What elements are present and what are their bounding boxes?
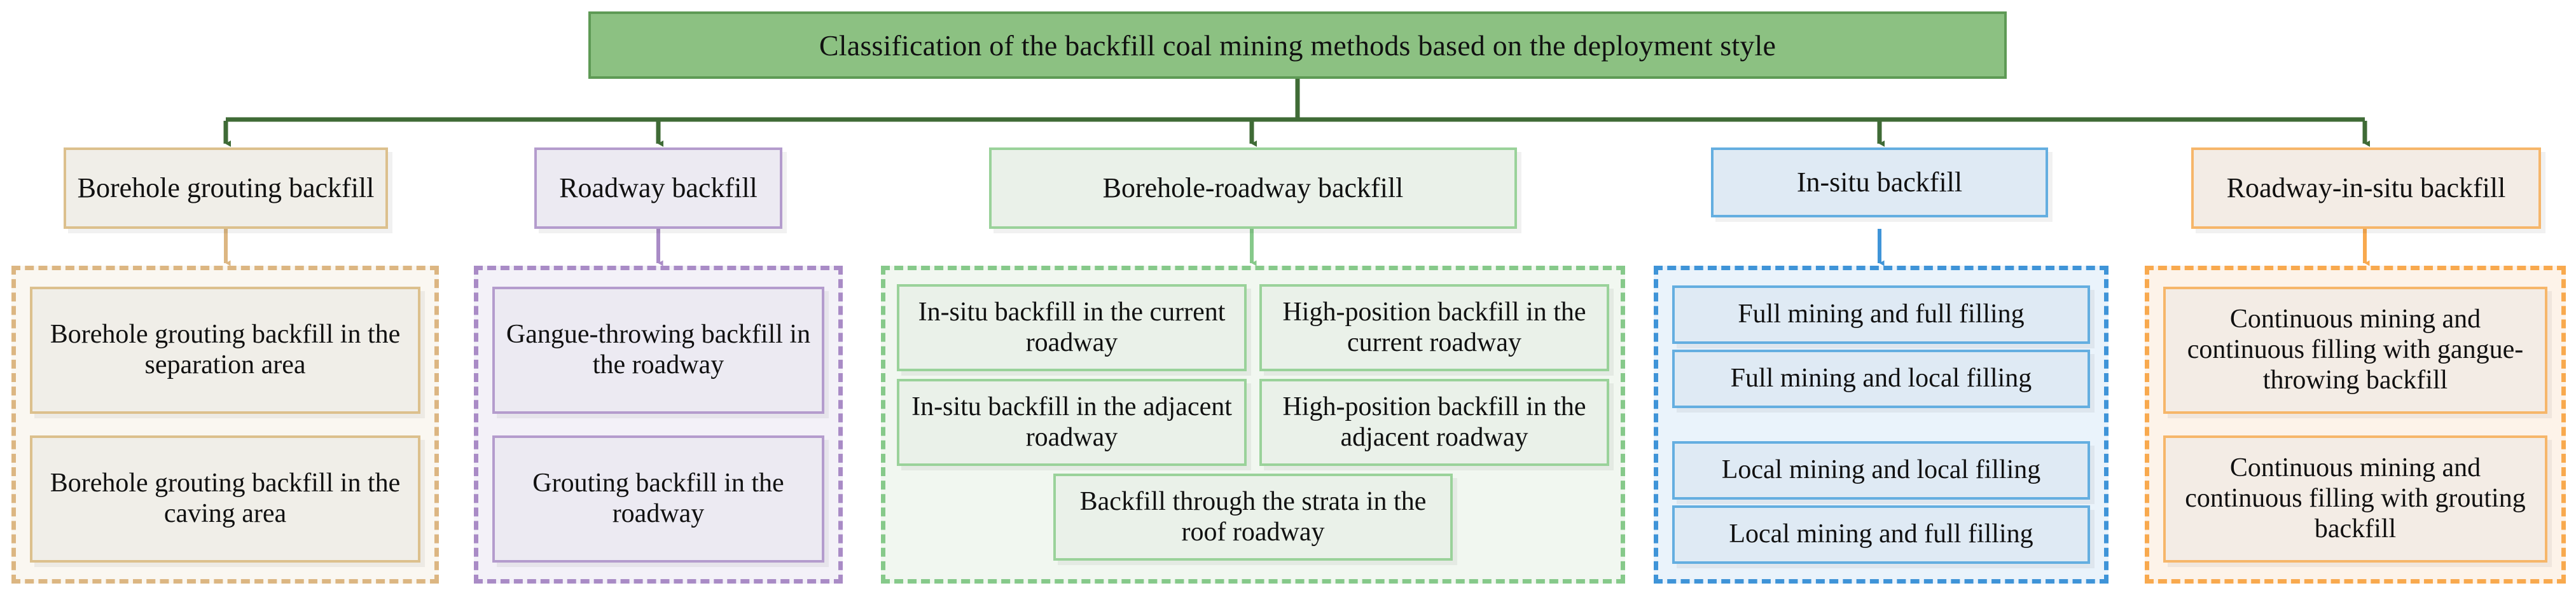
leaf-label: Continuous mining and continuous filling… — [2187, 304, 2524, 395]
branch-box-roadway-in-situ-backfill[interactable]: Roadway-in-situ backfill — [2191, 147, 2541, 229]
branch-box-borehole-roadway-backfill[interactable]: Borehole-roadway backfill — [989, 147, 1517, 229]
leaf-box[interactable]: Gangue-throwing backfill in the roadway — [492, 287, 824, 414]
leaf-box[interactable]: High-position backfill in the current ro… — [1259, 284, 1609, 372]
leaf-box[interactable]: Local mining and full filling — [1672, 505, 2090, 564]
leaf-label: Local mining and local filling — [1721, 455, 2041, 485]
group-roadway-backfill: Gangue-throwing backfill in the roadway … — [474, 266, 843, 584]
leaf-label: Full mining and full filling — [1738, 299, 2025, 329]
leaf-label: Full mining and local filling — [1730, 363, 2032, 393]
leaf-box[interactable]: In-situ backfill in the current roadway — [897, 284, 1247, 372]
leaf-label: In-situ backfill in the adjacent roadway — [911, 392, 1232, 452]
leaf-box[interactable]: In-situ backfill in the adjacent roadway — [897, 379, 1247, 467]
branch-box-in-situ-backfill[interactable]: In-situ backfill — [1711, 147, 2048, 217]
leaf-box[interactable]: High-position backfill in the adjacent r… — [1259, 379, 1609, 467]
branch-label: Borehole-roadway backfill — [1102, 172, 1404, 204]
leaf-box[interactable]: Local mining and local filling — [1672, 441, 2090, 500]
leaf-label: In-situ backfill in the current roadway — [918, 297, 1226, 357]
leaf-box[interactable]: Borehole grouting backfill in the caving… — [30, 435, 420, 563]
branch-label: Borehole grouting backfill — [77, 172, 375, 204]
leaf-box[interactable]: Full mining and full filling — [1672, 285, 2090, 344]
branch-box-borehole-grouting-backfill[interactable]: Borehole grouting backfill — [64, 147, 388, 229]
branch-label: Roadway backfill — [559, 172, 758, 204]
leaf-box[interactable]: Full mining and local filling — [1672, 349, 2090, 408]
branch-label: In-situ backfill — [1796, 167, 1963, 198]
leaf-box[interactable]: Borehole grouting backfill in the separa… — [30, 287, 420, 414]
leaf-box[interactable]: Grouting backfill in the roadway — [492, 435, 824, 563]
leaf-label: Borehole grouting backfill in the separa… — [50, 319, 401, 380]
leaf-label: Borehole grouting backfill in the caving… — [50, 468, 401, 529]
branch-box-roadway-backfill[interactable]: Roadway backfill — [534, 147, 782, 229]
branch-label: Roadway-in-situ backfill — [2226, 172, 2506, 204]
leaf-label: Backfill through the strata in the roof … — [1079, 486, 1427, 547]
root-title-text: Classification of the backfill coal mini… — [819, 29, 1776, 62]
leaf-box[interactable]: Continuous mining and continuous filling… — [2163, 435, 2547, 563]
leaf-label: High-position backfill in the current ro… — [1282, 297, 1586, 357]
leaf-box[interactable]: Continuous mining and continuous filling… — [2163, 287, 2547, 414]
leaf-label: High-position backfill in the adjacent r… — [1282, 392, 1586, 452]
leaf-label: Gangue-throwing backfill in the roadway — [506, 319, 811, 380]
group-roadway-in-situ-backfill: Continuous mining and continuous filling… — [2145, 266, 2566, 584]
leaf-box[interactable]: Backfill through the strata in the roof … — [1053, 474, 1453, 561]
group-borehole-roadway-backfill: In-situ backfill in the current roadway … — [881, 266, 1625, 584]
leaf-label: Continuous mining and continuous filling… — [2185, 453, 2526, 544]
leaf-label: Grouting backfill in the roadway — [532, 468, 784, 529]
group-borehole-grouting-backfill: Borehole grouting backfill in the separa… — [11, 266, 439, 584]
leaf-label: Local mining and full filling — [1729, 519, 2033, 549]
group-in-situ-backfill: Full mining and full filling Full mining… — [1654, 266, 2109, 584]
root-title-box: Classification of the backfill coal mini… — [588, 11, 2007, 79]
